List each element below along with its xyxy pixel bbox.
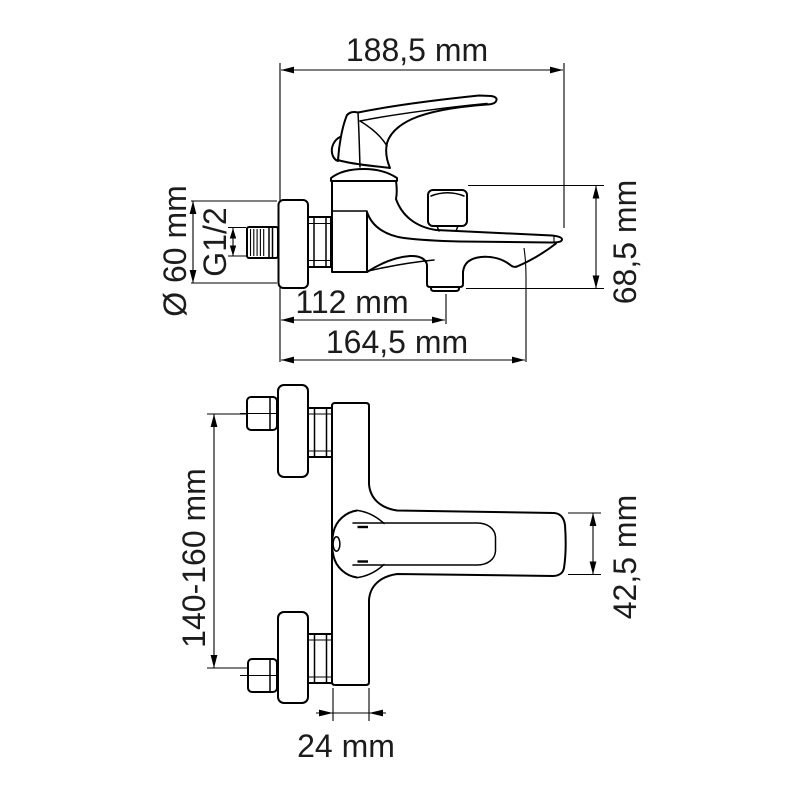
arrowhead [512, 356, 525, 364]
front-wall-flange-top [277, 384, 309, 478]
arrowhead [592, 185, 600, 199]
arrowhead [319, 709, 333, 717]
arrowhead [189, 201, 197, 214]
arrowhead [281, 316, 294, 324]
arrowhead [210, 655, 218, 668]
side-wall-flange [277, 199, 309, 289]
arrowhead [229, 228, 237, 239]
side-handle-base-cap [330, 168, 398, 182]
arrowhead [592, 275, 600, 289]
side-view: 188,5 mm Ø 60 mm G1/2 112 mm [157, 32, 643, 364]
front-body-and-handle [331, 402, 567, 686]
arrowhead [432, 316, 445, 324]
side-hex-nut [307, 216, 332, 268]
arrowhead [550, 66, 563, 74]
front-dome-side-hole [332, 536, 341, 552]
front-wall-flange-bottom [277, 611, 309, 704]
dim-overall-reach: 164,5 mm [281, 247, 527, 364]
dim-label-handle-height: 42,5 mm [607, 495, 643, 619]
arrowhead [589, 513, 597, 526]
front-hex-nut-top [307, 407, 333, 458]
dim-spout-reach: 112 mm [281, 284, 447, 324]
dim-label-mounting-centers: 140-160 mm [176, 468, 212, 648]
front-handle-grip-outline [352, 522, 497, 566]
front-cartridge-dome [331, 509, 385, 579]
dim-total-depth: 188,5 mm [281, 32, 563, 74]
dim-handle-height: 42,5 mm [568, 495, 643, 619]
front-connector-pipe-bottom [240, 658, 280, 693]
side-diverter-knob [427, 189, 468, 232]
arrowhead [210, 414, 218, 427]
side-spout-underside [366, 242, 557, 273]
dim-body-width: 24 mm [297, 688, 395, 764]
dim-thread-size: G1/2 [197, 207, 246, 277]
arrowhead [589, 561, 597, 575]
side-handle-indicator-bump [330, 136, 341, 162]
side-connector-pipe [246, 226, 279, 259]
side-aerator-outlet [426, 271, 464, 292]
arrowhead [229, 245, 237, 256]
dim-mounting-centers: 140-160 mm [176, 413, 247, 669]
front-hex-nut-bottom [307, 633, 333, 684]
arrowhead [369, 709, 383, 717]
dim-label-overall-reach: 164,5 mm [326, 324, 468, 360]
front-view: 140-160 mm 42,5 mm 24 mm [176, 384, 643, 764]
dim-label-body-width: 24 mm [297, 728, 395, 764]
dim-label-total-depth: 188,5 mm [346, 32, 488, 68]
dim-label-spout-reach: 112 mm [295, 284, 408, 320]
dim-label-spout-height: 68,5 mm [607, 180, 643, 304]
side-body-and-spout [331, 180, 563, 273]
arrowhead [281, 66, 294, 74]
side-handle-lever [330, 94, 498, 169]
arrowhead [189, 270, 197, 283]
dim-spout-height: 68,5 mm [466, 180, 643, 304]
dim-flange-diameter: Ø 60 mm [157, 185, 277, 317]
dim-label-flange-diameter: Ø 60 mm [157, 185, 193, 317]
arrowhead [281, 356, 294, 364]
dim-label-thread-size: G1/2 [197, 207, 233, 276]
